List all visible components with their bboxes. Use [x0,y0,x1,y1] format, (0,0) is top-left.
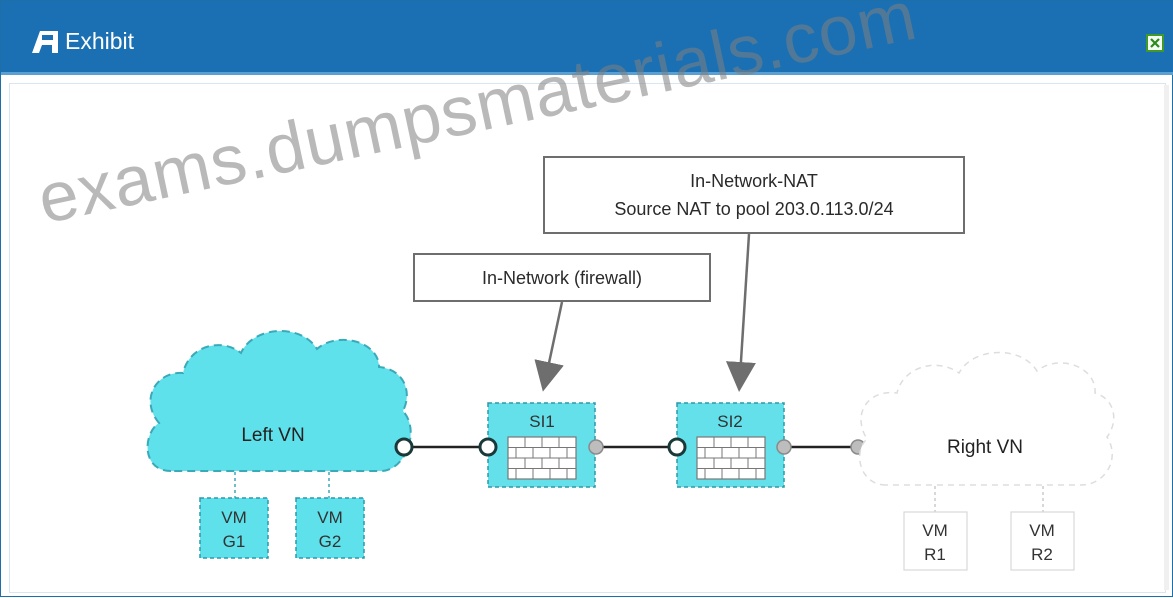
arrow-to-si2 [725,233,756,392]
right-vn-label: Right VN [947,437,1023,458]
firewall-brick-icon [696,436,766,480]
svg-text:VM: VM [221,508,247,527]
svg-text:VM: VM [922,521,948,540]
si2-label: SI2 [717,412,743,431]
vm-r2: VM R2 [1010,511,1075,571]
firewall-brick-icon [507,436,577,480]
firewall-callout: In-Network (firewall) [413,253,711,302]
title-bar: Exhibit [1,1,1173,75]
svg-text:G2: G2 [319,532,342,551]
si1-label: SI1 [529,412,555,431]
scrollbar[interactable] [1164,85,1169,590]
svg-text:G1: G1 [223,532,246,551]
left-vn-cloud: Left VN [146,330,412,472]
port-si1-left [478,437,498,457]
port-leftvn [394,437,414,457]
vm-g2: VM G2 [295,497,365,559]
svg-text:VM: VM [1029,521,1055,540]
svg-text:R1: R1 [924,545,946,564]
nat-callout: In-Network-NAT Source NAT to pool 203.0.… [543,156,965,234]
right-vn-cloud: Right VN [858,351,1115,486]
port-si2-right [776,439,792,455]
port-si2-left [667,437,687,457]
service-instance-si1: SI1 [487,402,596,488]
exhibit-icon [32,31,58,53]
svg-text:VM: VM [317,508,343,527]
nat-callout-line2: Source NAT to pool 203.0.113.0/24 [614,199,893,219]
port-si1-right [588,439,604,455]
firewall-callout-label: In-Network (firewall) [482,268,642,288]
close-icon[interactable] [1146,34,1164,52]
window-title: Exhibit [65,28,135,54]
arrow-to-si1 [534,301,564,392]
vm-r1: VM R1 [903,511,968,571]
service-instance-si2: SI2 [676,402,785,488]
nat-callout-line1: In-Network-NAT [690,171,818,191]
svg-text:R2: R2 [1031,545,1053,564]
left-vn-label: Left VN [241,425,304,446]
vm-g1: VM G1 [199,497,269,559]
